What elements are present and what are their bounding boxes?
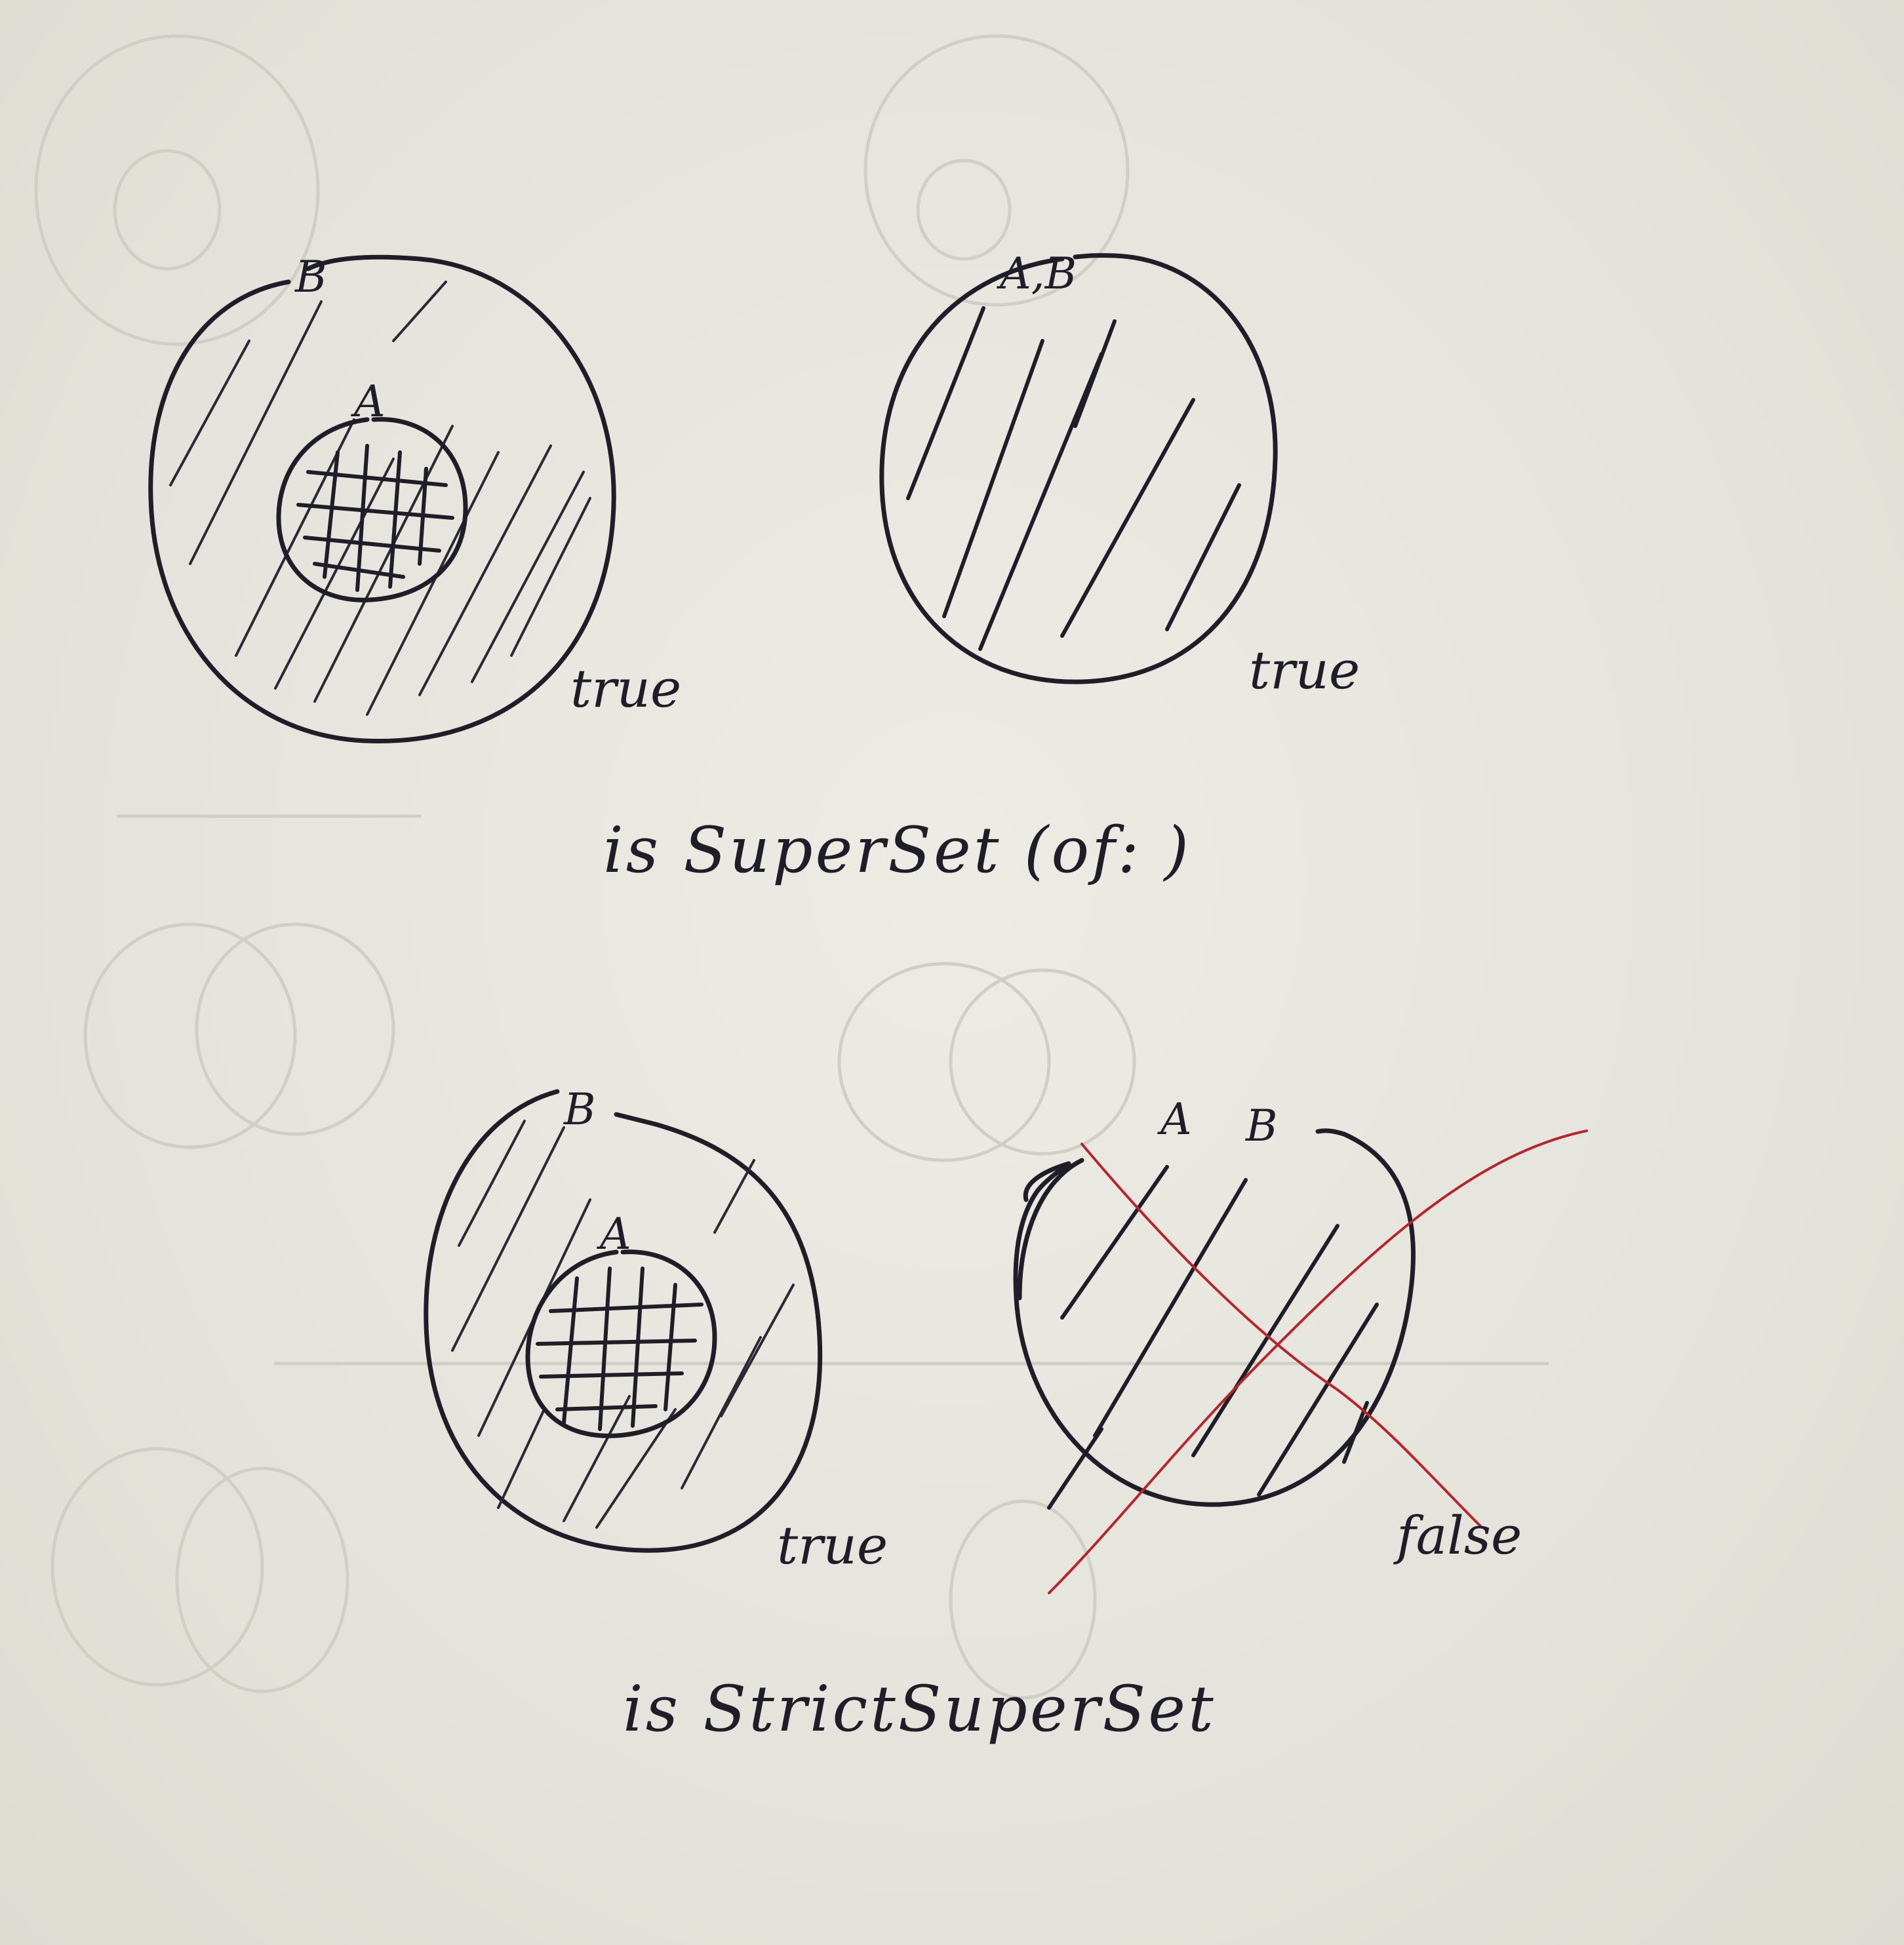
result-true-label: true: [777, 1515, 888, 1576]
result-true-label: true: [1249, 640, 1360, 701]
set-b-circle: [148, 254, 616, 744]
set-a-label: A: [350, 376, 386, 427]
set-b-label: B: [294, 252, 327, 302]
bleed-through-marks: [34, 34, 1549, 1700]
set-b-hatching: [169, 281, 591, 716]
caption-is-superset: is SuperSet (of: ): [603, 814, 1191, 887]
set-ab-hatching: [906, 306, 1241, 651]
set-ab-circle: [879, 253, 1278, 684]
diagram-b-strictly-contains-a: B A true: [424, 1084, 888, 1576]
section-strict-superset: B A true A B false is StrictSu: [424, 1084, 1588, 1746]
set-a-circle: [525, 1249, 717, 1438]
set-ab-circle-left-arc: [1017, 1158, 1084, 1301]
set-a-crosshatching: [296, 444, 454, 592]
set-b-label: B: [1245, 1101, 1278, 1151]
set-a-crosshatching: [536, 1267, 704, 1431]
set-ab-hatching: [1047, 1165, 1379, 1510]
result-true-label: true: [570, 658, 681, 719]
section-superset: B A true A,B true is SuperSet (of: ): [148, 248, 1360, 887]
set-b-label: B: [563, 1084, 596, 1135]
set-b-hatching: [451, 1120, 795, 1529]
caption-is-strict-superset: is StrictSuperSet: [623, 1672, 1216, 1746]
set-ab-label: A,B: [996, 248, 1077, 299]
set-a-label: A: [596, 1209, 631, 1259]
set-b-circle: [424, 1089, 823, 1553]
diagram-a-equals-b: A,B true: [879, 248, 1360, 701]
set-a-circle: [276, 417, 468, 602]
diagram-b-contains-a: B A true: [148, 252, 681, 744]
diagram-a-equals-b-crossed: A B false: [1013, 1094, 1588, 1594]
set-a-label: A: [1157, 1094, 1192, 1145]
red-cross-out-mark: [1048, 1130, 1588, 1594]
set-ab-circle: [1013, 1128, 1416, 1507]
result-false-label: false: [1393, 1505, 1522, 1566]
